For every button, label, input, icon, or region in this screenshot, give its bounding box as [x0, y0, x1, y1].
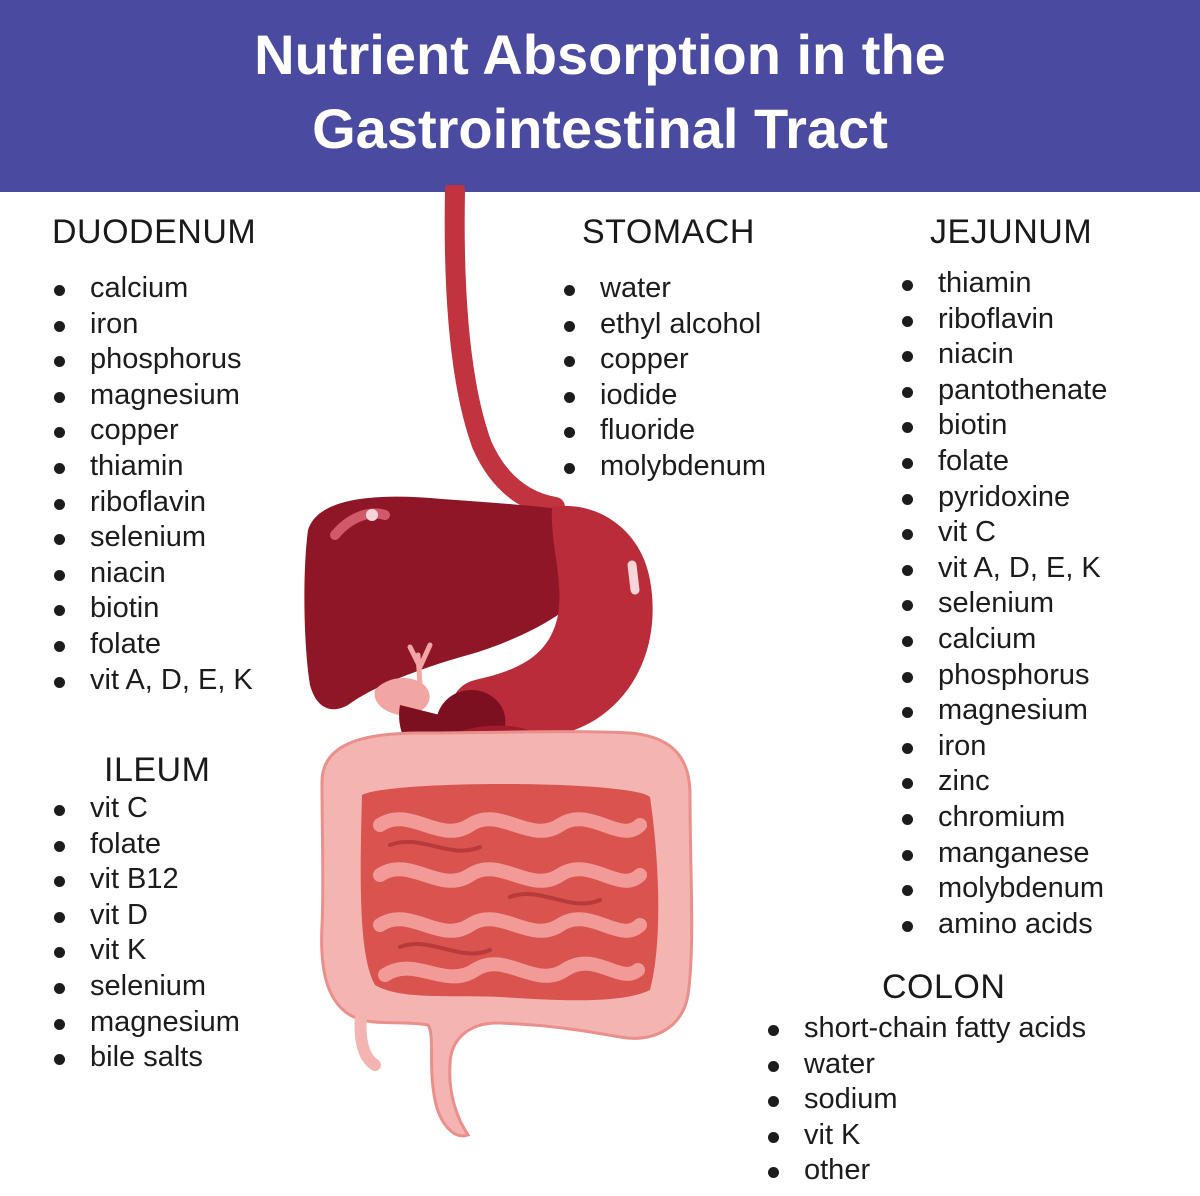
- appendix: [354, 999, 381, 1071]
- section-ileum: ILEUM vit C folate vit B12 vit D vit K s…: [52, 750, 240, 1076]
- section-duodenum: DUODENUM calcium iron phosphorus magnesi…: [52, 212, 256, 698]
- section-colon: COLON short-chain fatty acids water sodi…: [766, 967, 1086, 1189]
- list-item: iron: [52, 307, 256, 343]
- list-item: folate: [52, 827, 240, 863]
- list-item: bile salts: [52, 1040, 240, 1076]
- list-item: molybdenum: [900, 871, 1107, 907]
- list-item: short-chain fatty acids: [766, 1011, 1086, 1047]
- list-item: ethyl alcohol: [562, 307, 766, 343]
- list-item: magnesium: [52, 1005, 240, 1041]
- list-item: riboflavin: [900, 302, 1107, 338]
- list-item: selenium: [52, 969, 240, 1005]
- page-title: Nutrient Absorption in the Gastrointesti…: [0, 18, 1200, 166]
- list-item: manganese: [900, 836, 1107, 872]
- list-item: iodide: [562, 378, 766, 414]
- list-item: vit D: [52, 898, 240, 934]
- list-item: water: [562, 271, 766, 307]
- list-item: fluoride: [562, 413, 766, 449]
- list-item: niacin: [900, 337, 1107, 373]
- list-item: amino acids: [900, 907, 1107, 943]
- liver-highlight: [330, 508, 390, 540]
- list-item: chromium: [900, 800, 1107, 836]
- list-item: selenium: [52, 520, 256, 556]
- title-line-1: Nutrient Absorption in the: [254, 23, 946, 86]
- list-item: water: [766, 1047, 1086, 1083]
- list-item: vit C: [900, 515, 1107, 551]
- list-item: vit K: [766, 1118, 1086, 1154]
- liver-highlight-dot: [366, 509, 378, 521]
- list-item: copper: [52, 413, 256, 449]
- list-stomach: water ethyl alcohol copper iodide fluori…: [562, 271, 766, 485]
- list-item: selenium: [900, 586, 1107, 622]
- list-item: calcium: [52, 271, 256, 307]
- list-item: phosphorus: [52, 342, 256, 378]
- intestine-coil-shadows: [388, 839, 602, 956]
- gallbladder: [374, 677, 430, 716]
- heading-ileum: ILEUM: [104, 751, 211, 789]
- section-stomach: STOMACH water ethyl alcohol copper iodid…: [562, 212, 766, 485]
- bile-duct: [407, 642, 433, 688]
- heading-duodenum: DUODENUM: [52, 213, 257, 251]
- list-item: thiamin: [900, 266, 1107, 302]
- list-item: vit A, D, E, K: [900, 551, 1107, 587]
- heading-jejunum: JEJUNUM: [930, 213, 1093, 251]
- list-item: other: [766, 1153, 1086, 1189]
- esophagus: [444, 185, 565, 517]
- list-item: vit A, D, E, K: [52, 663, 256, 699]
- list-item: pantothenate: [900, 373, 1107, 409]
- list-colon: short-chain fatty acids water sodium vit…: [766, 1011, 1086, 1189]
- list-item: vit C: [52, 791, 240, 827]
- list-item: biotin: [52, 591, 256, 627]
- heading-colon: COLON: [882, 968, 1006, 1006]
- list-item: niacin: [52, 556, 256, 592]
- list-item: sodium: [766, 1082, 1086, 1118]
- list-item: molybdenum: [562, 449, 766, 485]
- section-jejunum: JEJUNUM thiamin riboflavin niacin pantot…: [900, 212, 1107, 942]
- list-item: riboflavin: [52, 485, 256, 521]
- list-duodenum: calcium iron phosphorus magnesium copper…: [52, 271, 256, 698]
- list-item: iron: [900, 729, 1107, 765]
- list-jejunum: thiamin riboflavin niacin pantothenate b…: [900, 266, 1107, 942]
- list-item: magnesium: [900, 693, 1107, 729]
- intestine-coils: [373, 812, 647, 984]
- list-ileum: vit C folate vit B12 vit D vit K seleniu…: [52, 791, 240, 1076]
- list-item: folate: [52, 627, 256, 663]
- liver: [304, 496, 604, 710]
- stomach-highlight: [627, 560, 640, 595]
- digestive-system-illustration: [304, 185, 694, 1138]
- list-item: folate: [900, 444, 1107, 480]
- list-item: phosphorus: [900, 658, 1107, 694]
- title-line-2: Gastrointestinal Tract: [312, 97, 888, 160]
- list-item: pyridoxine: [900, 480, 1107, 516]
- list-item: biotin: [900, 408, 1107, 444]
- title-banner: Nutrient Absorption in the Gastrointesti…: [0, 0, 1200, 192]
- list-item: magnesium: [52, 378, 256, 414]
- stomach: [452, 505, 653, 740]
- list-item: copper: [562, 342, 766, 378]
- list-item: vit K: [52, 933, 240, 969]
- list-item: thiamin: [52, 449, 256, 485]
- list-item: zinc: [900, 764, 1107, 800]
- list-item: calcium: [900, 622, 1107, 658]
- heading-stomach: STOMACH: [582, 213, 755, 251]
- list-item: vit B12: [52, 862, 240, 898]
